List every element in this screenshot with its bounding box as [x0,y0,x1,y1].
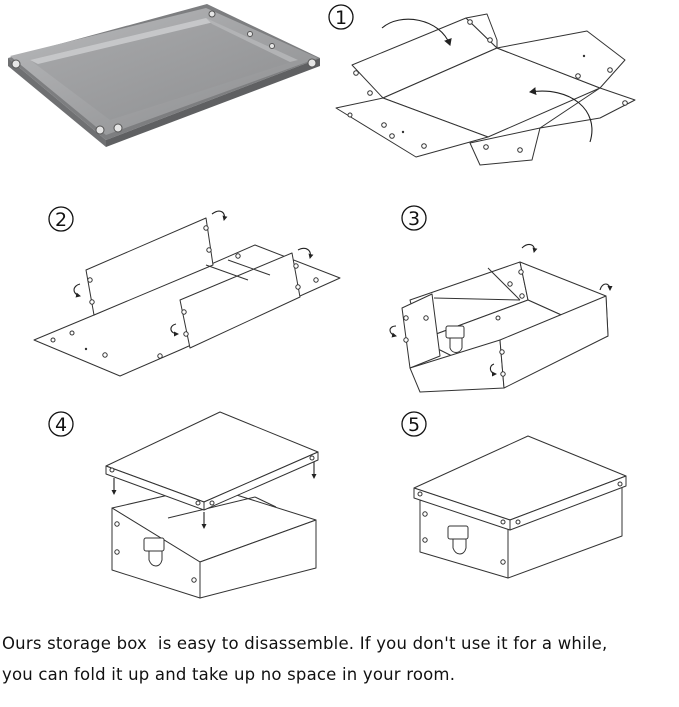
svg-text:3: 3 [408,208,420,230]
step-2-unfolded-base [33,210,341,377]
step-1-badge: 1 [328,4,354,30]
caption-line-1: Ours storage box is easy to disassemble.… [2,634,608,653]
svg-text:4: 4 [55,414,67,436]
step-5-assembled-box [413,435,627,579]
svg-text:5: 5 [408,414,420,436]
step-4-lid-over-box [105,411,319,599]
step-3-badge: 3 [401,205,427,231]
caption-line-2: you can fold it up and take up no space … [2,665,456,684]
svg-text:2: 2 [55,209,67,231]
svg-text:1: 1 [335,7,347,29]
step-5-badge: 5 [401,411,427,437]
caption-text: Ours storage box is easy to disassemble.… [2,628,677,690]
step-2-badge: 2 [48,206,74,232]
folded-flat-tray-photo [8,4,320,147]
step-3-partially-assembled-box [389,243,613,393]
step-4-badge: 4 [48,411,74,437]
step-1-unfolded-lid [335,13,636,166]
